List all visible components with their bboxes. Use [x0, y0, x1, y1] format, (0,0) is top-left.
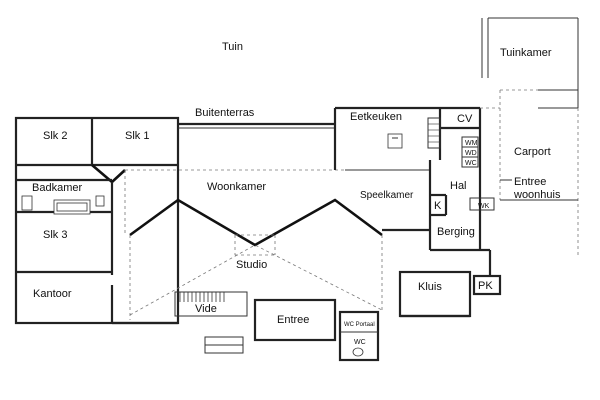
room-labels: Tuin Buitenterras Slk 2 Slk 1 Badkamer S…: [32, 41, 561, 346]
label-wd: WD: [465, 150, 477, 157]
woonkamer-zigzag: [124, 169, 383, 247]
label-wc-small: WC: [465, 160, 477, 167]
label-hal: Hal: [450, 180, 467, 192]
terrace-walls: [178, 122, 335, 129]
label-kluis: Kluis: [418, 281, 442, 293]
label-buitenterras: Buitenterras: [195, 107, 255, 119]
label-woonkamer: Woonkamer: [207, 181, 266, 193]
label-slk1: Slk 1: [125, 130, 149, 142]
label-wk: WK: [478, 203, 490, 210]
kitchen-fixtures: [387, 117, 441, 149]
label-k: K: [434, 200, 442, 212]
right-building-walls: [333, 106, 502, 318]
label-wc-portaal: WC Portaal: [344, 322, 375, 328]
studio-diamond: [129, 234, 383, 320]
left-wing-walls: [14, 116, 180, 325]
label-eetkeuken: Eetkeuken: [350, 111, 402, 123]
label-studio: Studio: [236, 259, 267, 271]
label-berging: Berging: [437, 226, 475, 238]
vide-stairs: [174, 291, 248, 317]
tuinkamer-carport: [480, 17, 579, 255]
label-tuinkamer: Tuinkamer: [500, 47, 552, 59]
label-vide: Vide: [195, 303, 217, 315]
label-slk2: Slk 2: [43, 130, 67, 142]
label-carport: Carport: [514, 146, 551, 158]
label-slk3: Slk 3: [43, 229, 67, 241]
label-cv: CV: [457, 113, 473, 125]
label-entree-woonhuis-2: woonhuis: [513, 189, 561, 201]
label-wm: WM: [465, 140, 478, 147]
label-kantoor: Kantoor: [33, 288, 72, 300]
label-badkamer: Badkamer: [32, 182, 82, 194]
label-pk: PK: [478, 280, 493, 292]
entree-walls: [112, 298, 380, 362]
badkamer-fixtures: [21, 195, 105, 215]
label-tuin: Tuin: [222, 41, 243, 53]
label-wc-bottom: WC: [354, 339, 366, 346]
label-spelkamer: Speelkamer: [360, 190, 414, 201]
label-entree-woonhuis-1: Entree: [514, 176, 546, 188]
label-entree: Entree: [277, 314, 309, 326]
